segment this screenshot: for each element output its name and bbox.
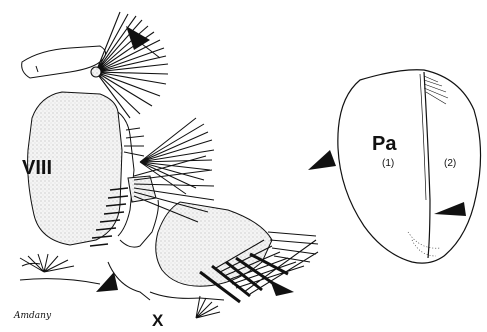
pointer-arrow-lower-right	[270, 280, 294, 296]
paddle-arrow-left	[308, 150, 336, 170]
paddle-label: Pa	[372, 133, 397, 155]
saddle-hairs	[124, 128, 144, 156]
paddle-outline	[338, 70, 481, 263]
segment-x-label: X	[152, 311, 164, 330]
artist-signature: Amdany	[13, 311, 52, 321]
segment-x-lower-outline	[150, 292, 224, 300]
segment-vii-mark	[36, 66, 38, 72]
pointer-arrow-upper-stem	[142, 44, 160, 58]
lower-left-fan	[20, 254, 74, 272]
paddle-region-2-label: (2)	[444, 158, 456, 169]
segment-viii-label: VIII	[22, 157, 52, 179]
paddle-region-1-label: (1)	[382, 158, 394, 169]
abdomen-drawing	[20, 12, 318, 318]
bottom-curve	[20, 263, 100, 284]
segment-x-plate	[156, 202, 272, 286]
